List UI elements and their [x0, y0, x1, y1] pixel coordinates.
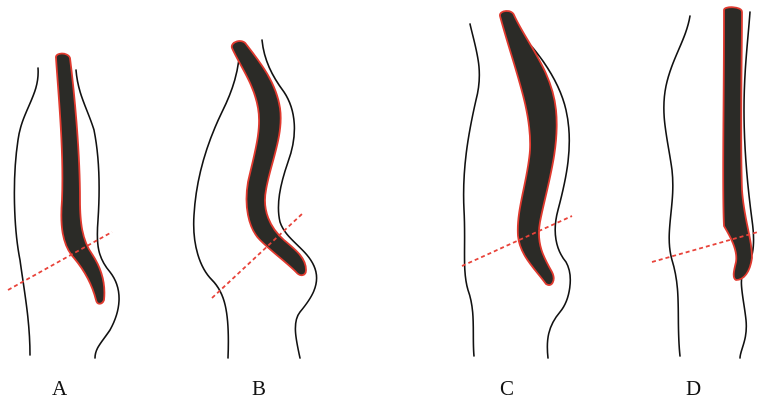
- panel-label-b: B: [252, 378, 266, 399]
- panel-a-right-contour: [76, 70, 119, 358]
- panel-b-organ: [232, 41, 306, 275]
- panel-label-d: D: [686, 378, 701, 399]
- panel-b-left-contour: [194, 42, 240, 358]
- panel-label-a: A: [52, 378, 67, 399]
- panel-c: [462, 11, 572, 358]
- panel-d-left-contour: [664, 16, 690, 356]
- panel-d: [652, 7, 758, 358]
- panel-a-left-contour: [14, 68, 38, 355]
- panel-label-c: C: [500, 378, 514, 399]
- panel-b: [194, 40, 317, 358]
- panel-c-left-contour: [464, 24, 480, 356]
- panel-a: [8, 54, 119, 359]
